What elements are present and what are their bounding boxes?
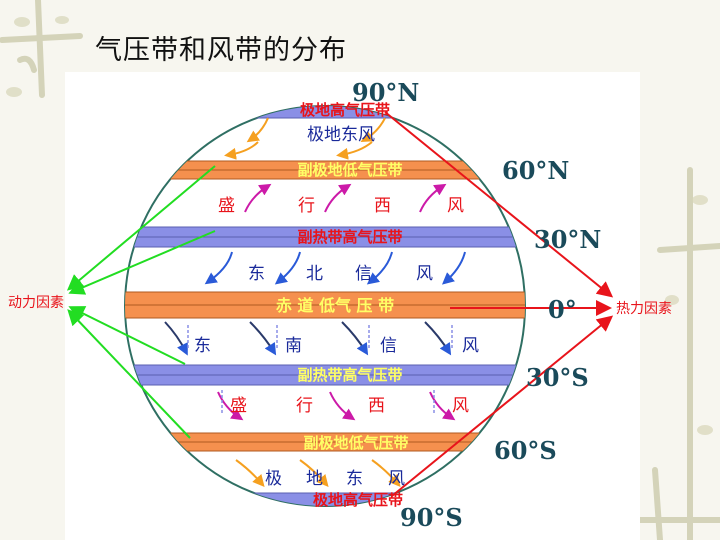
belt-label-subtropical-high-s: 副热带高气压带 — [297, 366, 403, 384]
wind-label-westerly-s-4: 风 — [452, 396, 469, 416]
wind-label-polar-easterly-s-4: 风 — [388, 469, 405, 489]
belt-label-polar-high-n: 极地高气压带 — [299, 101, 390, 119]
belt-label-subtropical-high-n: 副热带高气压带 — [297, 228, 403, 246]
belt-label-equatorial-low: 赤 道 低气 压 带 — [275, 296, 395, 315]
latitude-label-30n: 30°N — [534, 225, 602, 254]
wind-label-westerly-n-2: 行 — [298, 196, 315, 216]
wind-label-westerly-s-2: 行 — [296, 396, 313, 416]
wind-label-westerly-n-1: 盛 — [218, 196, 235, 216]
wind-label-westerly-n-4: 风 — [447, 196, 464, 216]
page-title: 气压带和风带的分布 — [95, 35, 347, 66]
wind-label-ne-trade-3: 信 — [355, 264, 372, 284]
wind-label-westerly-n-3: 西 — [374, 196, 391, 216]
latitude-label-eq: 0° — [548, 295, 577, 324]
latitude-label-90s: 90°S — [400, 503, 463, 532]
wind-label-se-trade-4: 风 — [462, 336, 479, 356]
wind-label-ne-trade-1: 东 — [248, 264, 265, 284]
thermal-factor-label: 热力因素 — [616, 301, 672, 317]
wind-label-westerly-s-1: 盛 — [230, 396, 247, 416]
latitude-label-90n: 90°N — [352, 78, 420, 107]
latitude-label-30s: 30°S — [526, 363, 589, 392]
belt-label-subpolar-low-n: 副极地低气压带 — [297, 161, 403, 179]
wind-label-ne-trade-4: 风 — [416, 264, 433, 284]
belt-label-polar-high-s: 极地高气压带 — [312, 491, 403, 509]
latitude-label-60n: 60°N — [502, 156, 570, 185]
wind-label-se-trade-2: 南 — [285, 336, 302, 356]
latitude-label-60s: 60°S — [494, 436, 557, 465]
wind-label-ne-trade-2: 北 — [306, 264, 323, 284]
wind-label-se-trade-3: 信 — [380, 336, 397, 356]
wind-label-polar-easterly-n: 极地东风 — [307, 125, 375, 145]
wind-label-polar-easterly-s-1: 极 — [265, 469, 282, 489]
wind-label-westerly-s-3: 西 — [368, 396, 385, 416]
belt-label-subpolar-low-s: 副极地低气压带 — [303, 434, 409, 452]
wind-label-polar-easterly-s-2: 地 — [306, 469, 323, 489]
dynamic-factor-label: 动力因素 — [8, 295, 64, 311]
wind-label-se-trade-1: 东 — [194, 336, 211, 356]
wind-label-polar-easterly-s-3: 东 — [346, 469, 363, 489]
